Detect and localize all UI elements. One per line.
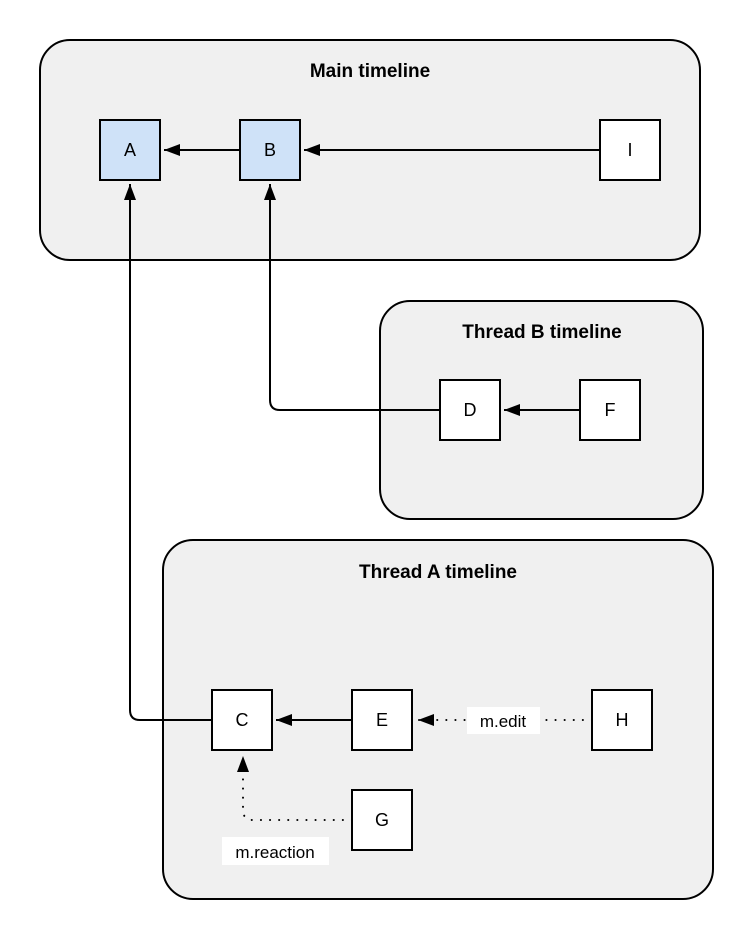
node-B: B	[239, 119, 301, 181]
node-D: D	[439, 379, 501, 441]
edge-label-m-edit-bg	[467, 707, 540, 734]
node-D-label: D	[464, 400, 477, 420]
edge-label-m-reaction-bg	[222, 837, 329, 865]
node-F-label: F	[605, 400, 616, 420]
node-I-box	[599, 119, 661, 181]
node-C-box	[211, 689, 273, 751]
node-A-label: A	[124, 140, 136, 160]
node-E: E	[351, 689, 413, 751]
group-thread-b-timeline-title: Thread B timeline	[462, 322, 621, 343]
group-main-timeline-title: Main timeline	[310, 61, 430, 82]
edge-label-m-reaction-text: m.reaction	[235, 843, 314, 862]
node-G-box	[351, 789, 413, 851]
node-E-label: E	[376, 710, 388, 730]
node-I-label: I	[627, 140, 632, 160]
node-H: H	[591, 689, 653, 751]
node-B-box	[239, 119, 301, 181]
edge-label-m-edit: m.edit	[467, 707, 540, 734]
group-thread-a-timeline-title: Thread A timeline	[359, 562, 517, 583]
edge-d-to-b	[264, 184, 440, 411]
node-B-label: B	[264, 140, 276, 160]
node-A: A	[99, 119, 161, 181]
edge-label-m-reaction: m.reaction	[222, 837, 329, 865]
node-F-box	[579, 379, 641, 441]
node-H-label: H	[616, 710, 629, 730]
node-F: F	[579, 379, 641, 441]
node-H-box	[591, 689, 653, 751]
node-D-box	[439, 379, 501, 441]
edge-c-to-a	[124, 184, 212, 721]
node-C-label: C	[236, 710, 249, 730]
node-C: C	[211, 689, 273, 751]
node-A-box	[99, 119, 161, 181]
edge-label-m-edit-text: m.edit	[480, 712, 527, 731]
node-G: G	[351, 789, 413, 851]
node-E-box	[351, 689, 413, 751]
node-G-label: G	[375, 810, 389, 830]
node-I: I	[599, 119, 661, 181]
